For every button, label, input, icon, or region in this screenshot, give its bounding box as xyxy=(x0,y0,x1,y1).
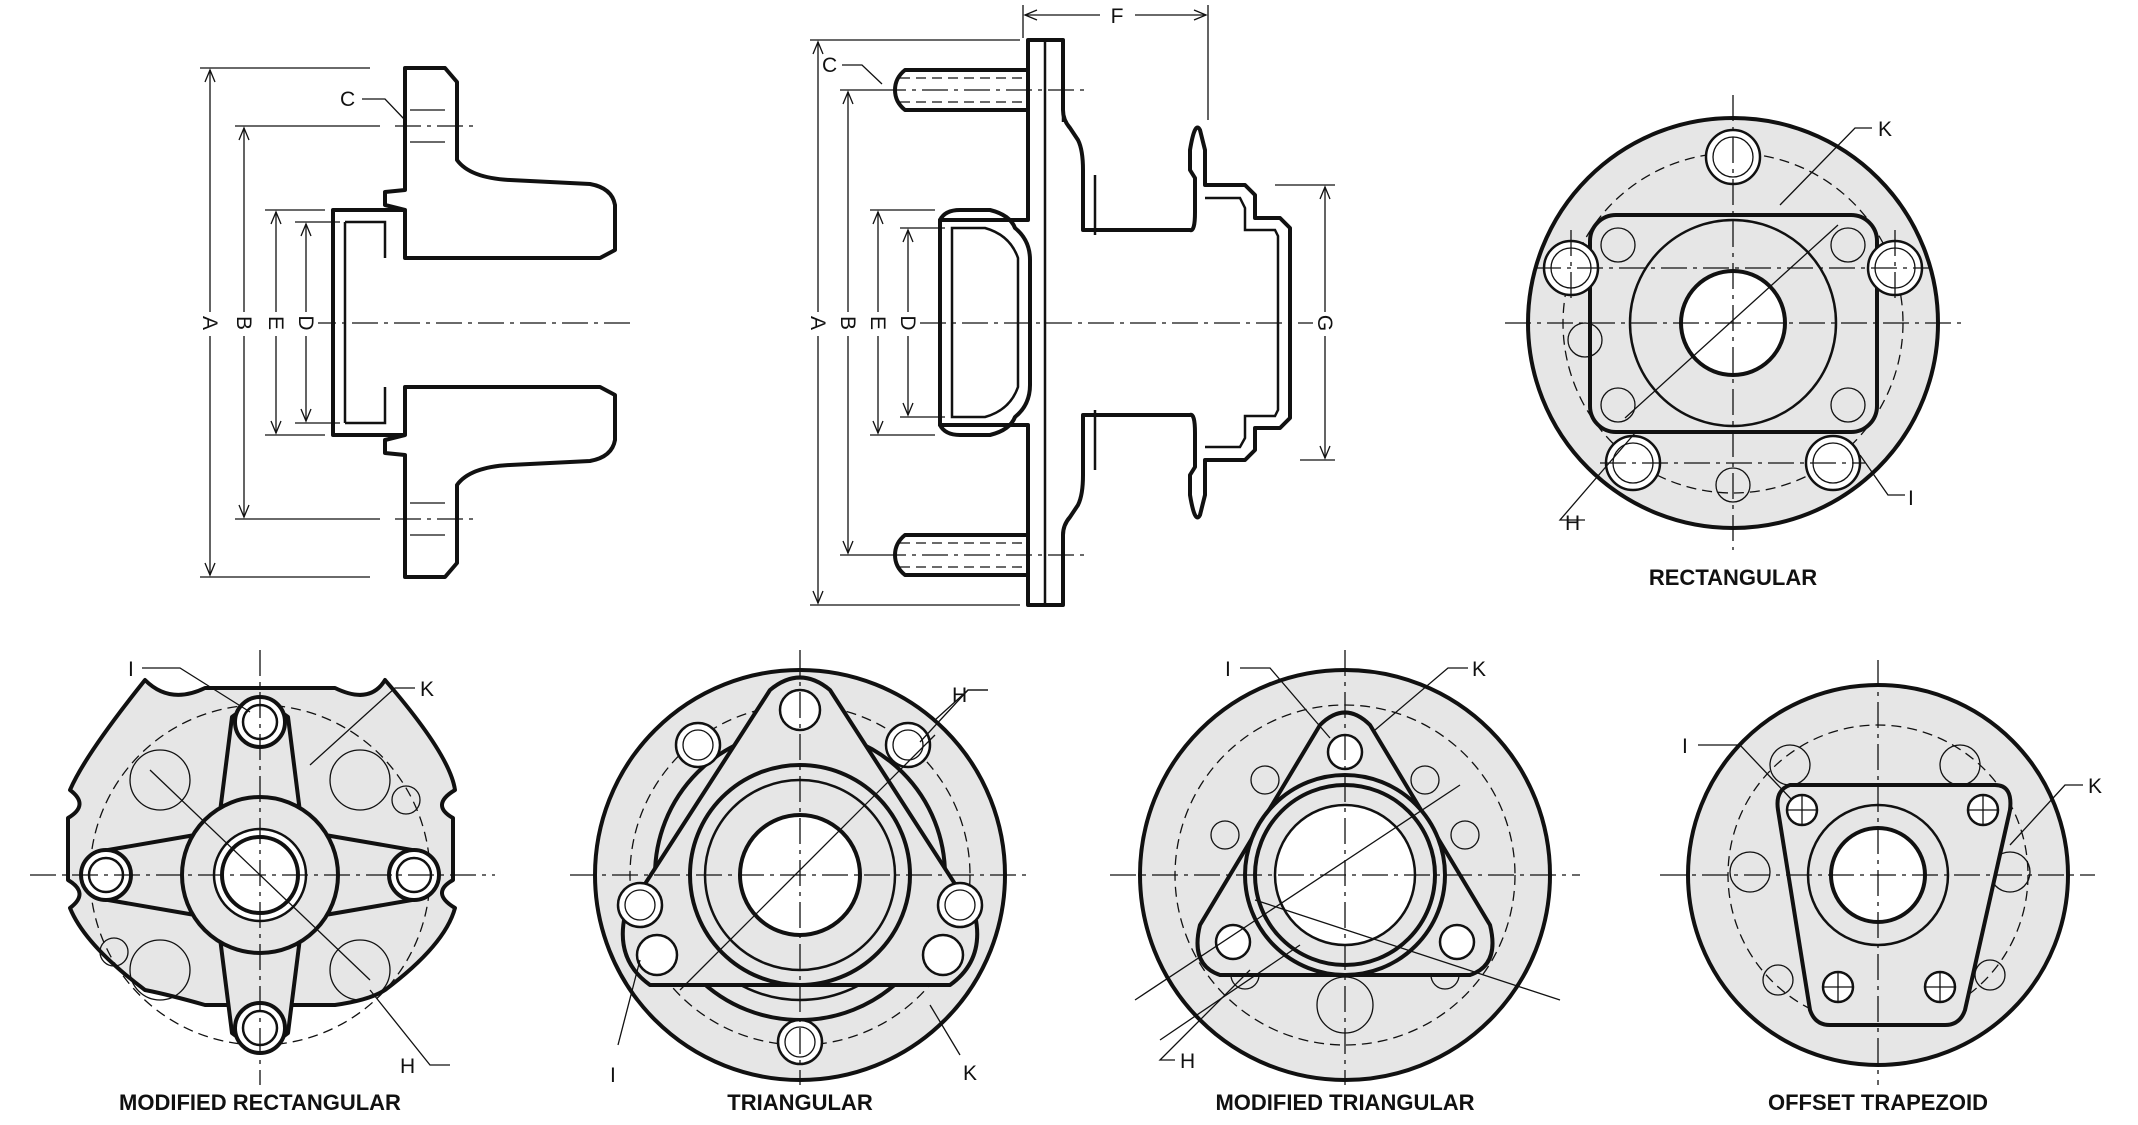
dim-d-label: D xyxy=(294,315,317,330)
rect-k-label: K xyxy=(1878,118,1892,141)
rect-h-label: H xyxy=(1565,512,1580,535)
triangular-flange-view: H I K TRIANGULAR xyxy=(570,650,1030,1115)
title-rectangular: RECTANGULAR xyxy=(1649,565,1817,590)
dim-b2-label: B xyxy=(836,316,859,330)
modified-triangular-flange-view: I K H MODIFIED TRIANGULAR xyxy=(1110,650,1580,1115)
modrect-i-label: I xyxy=(128,658,134,681)
tri-h-label: H xyxy=(952,684,967,707)
modrect-h-label: H xyxy=(400,1055,415,1078)
modtri-i-label: I xyxy=(1225,658,1231,681)
rect-i-label: I xyxy=(1908,487,1914,510)
dim-a-label: A xyxy=(198,316,221,330)
tri-i-label: I xyxy=(610,1064,616,1087)
title-modified-triangular: MODIFIED TRIANGULAR xyxy=(1215,1090,1474,1115)
stud-hub-outline xyxy=(938,38,1292,607)
trap-k-label: K xyxy=(2088,775,2102,798)
title-modified-rectangular: MODIFIED RECTANGULAR xyxy=(119,1090,401,1115)
dim-d2-label: D xyxy=(896,315,919,330)
modrect-k-label: K xyxy=(420,678,434,701)
trap-i-label: I xyxy=(1682,735,1688,758)
tri-k-label: K xyxy=(963,1062,977,1085)
rectangular-flange-view: K H I RECTANGULAR xyxy=(1505,95,1965,590)
modtri-h-label: H xyxy=(1180,1050,1195,1073)
hub-stud-view: A B E D C F G xyxy=(806,5,1337,607)
upper-hub-section xyxy=(383,66,617,260)
dim-e2-label: E xyxy=(866,316,889,330)
dim-a2-label: A xyxy=(806,316,829,330)
hub-section-view: A B E D C xyxy=(198,66,635,579)
dim-c-label: C xyxy=(340,88,355,111)
pilot-cup xyxy=(938,208,1032,437)
dim-e-label: E xyxy=(264,316,287,330)
modtri-k-label: K xyxy=(1472,658,1486,681)
lower-hub-section xyxy=(383,385,617,579)
dim-c-leader xyxy=(362,98,406,121)
dim-f-label: F xyxy=(1111,5,1124,28)
dim-g-label: G xyxy=(1313,315,1336,331)
title-offset-trapezoid: OFFSET TRAPEZOID xyxy=(1768,1090,1988,1115)
offset-trapezoid-flange-view: I K OFFSET TRAPEZOID xyxy=(1660,660,2102,1115)
title-triangular: TRIANGULAR xyxy=(727,1090,873,1115)
dim-b-label: B xyxy=(232,316,255,330)
modified-rectangular-flange-view: I K H MODIFIED RECTANGULAR xyxy=(30,650,495,1115)
dim-c2-label: C xyxy=(822,54,837,77)
